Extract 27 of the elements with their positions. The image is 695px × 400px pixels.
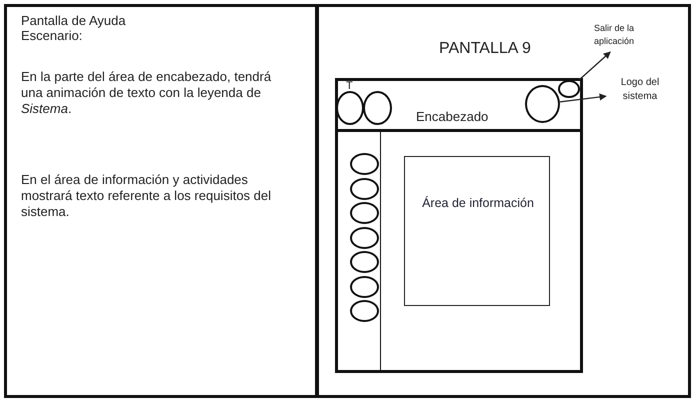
circle-button — [350, 202, 379, 224]
header-text: Encabezado — [416, 109, 490, 124]
circle-button — [525, 85, 560, 123]
paragraph: En el área de información y actividades mostrará texto referente a los requisitos del sistema. — [21, 172, 272, 220]
content-area — [404, 156, 550, 306]
header-band — [335, 78, 583, 132]
circle-button — [350, 178, 379, 200]
arrow — [560, 93, 607, 102]
screen-frame — [335, 78, 583, 373]
header-text: T — [346, 80, 354, 92]
content-label: Área de información — [421, 195, 535, 212]
annotation-text: Salir de la aplicación — [594, 22, 636, 48]
annotation-text: Logo del sistema — [620, 76, 660, 104]
circle-button — [558, 80, 580, 98]
paragraph: En la parte del área de encabezado, tendrá una animación de texto con la leyenda de Sistema. — [21, 69, 272, 117]
circle-button — [350, 226, 379, 248]
heading: Escenario: — [21, 28, 84, 43]
circle-button — [350, 300, 379, 322]
arrow — [578, 52, 611, 80]
screen-title: PANTALLA 9 — [439, 40, 532, 58]
circle-button — [363, 91, 392, 125]
circle-button — [350, 251, 379, 273]
heading: Pantalla de Ayuda — [21, 13, 127, 28]
panel — [316, 4, 691, 398]
panel — [4, 4, 318, 398]
circle-button — [350, 153, 379, 175]
circle-button — [350, 276, 379, 298]
